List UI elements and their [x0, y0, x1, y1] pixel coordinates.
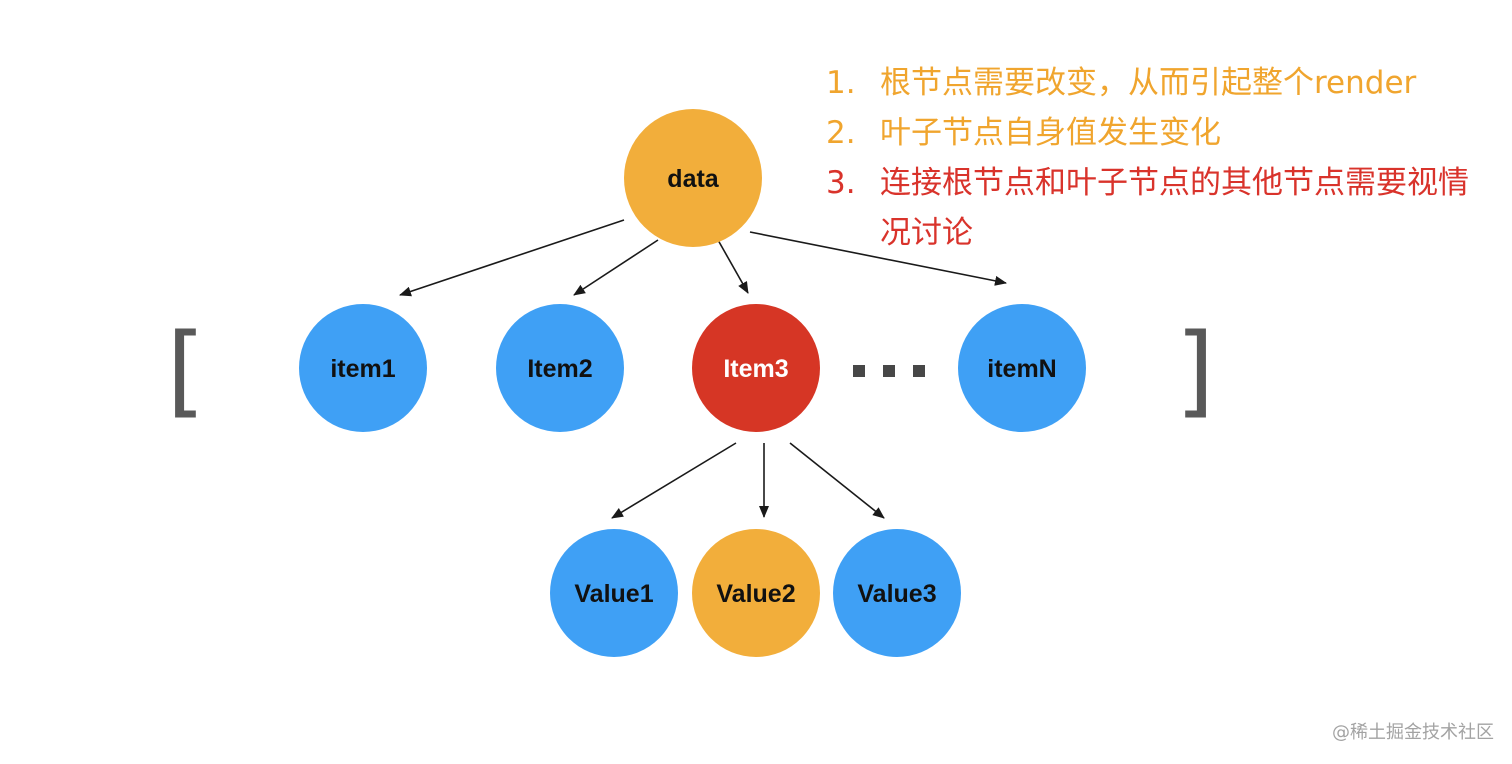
- node-value3-label: Value3: [857, 580, 936, 608]
- watermark: @稀土掘金技术社区: [1332, 722, 1494, 743]
- node-itemN-circle: [958, 304, 1086, 432]
- ellipsis-dot: [853, 365, 865, 377]
- note-number: 2.: [826, 115, 856, 151]
- node-item2-label: Item2: [527, 355, 592, 383]
- note-item: 3. 连接根节点和叶子节点的其他节点需要视情况讨论: [826, 158, 1496, 258]
- edge-data-item3: [717, 239, 749, 294]
- node-value1-circle: [550, 529, 678, 657]
- node-itemN-label: itemN: [987, 355, 1056, 383]
- node-item1-label: item1: [330, 355, 395, 383]
- edge-item3-value3: [789, 442, 885, 519]
- node-itemN: itemN: [958, 304, 1086, 432]
- notes-list: 1. 根节点需要改变，从而引起整个render 2. 叶子节点自身值发生变化 3…: [826, 58, 1496, 258]
- node-item1: item1: [299, 304, 427, 432]
- note-number: 1.: [826, 65, 856, 101]
- right-bracket: ]: [1175, 312, 1214, 429]
- node-data-circle: [624, 109, 762, 247]
- node-item1-circle: [299, 304, 427, 432]
- note-item: 1. 根节点需要改变，从而引起整个render: [826, 58, 1496, 108]
- edge-data-itemN: [749, 231, 1007, 286]
- node-value2-label: Value2: [716, 580, 795, 608]
- node-value3-circle: [833, 529, 961, 657]
- node-value2: Value2: [692, 529, 820, 657]
- node-data-label: data: [667, 165, 720, 193]
- node-data: data: [624, 109, 762, 247]
- note-text: 根节点需要改变，从而引起整个render: [880, 65, 1417, 101]
- ellipsis-dot: [913, 365, 925, 377]
- node-item2: Item2: [496, 304, 624, 432]
- node-value1: Value1: [550, 529, 678, 657]
- node-item2-circle: [496, 304, 624, 432]
- node-item3-circle: [692, 304, 820, 432]
- left-bracket: [: [166, 312, 205, 429]
- ellipsis-dot: [883, 365, 895, 377]
- edge-data-item1: [399, 219, 625, 297]
- note-item: 2. 叶子节点自身值发生变化: [826, 108, 1496, 158]
- note-text: 叶子节点自身值发生变化: [880, 115, 1221, 151]
- note-number: 3.: [826, 165, 856, 201]
- edge-item3-value1: [611, 442, 737, 519]
- ellipsis: [853, 365, 925, 377]
- node-item3-label: Item3: [723, 355, 788, 383]
- note-text: 连接根节点和叶子节点的其他节点需要视情况讨论: [880, 165, 1469, 251]
- node-value3: Value3: [833, 529, 961, 657]
- node-value2-circle: [692, 529, 820, 657]
- node-item3: Item3: [692, 304, 820, 432]
- node-value1-label: Value1: [574, 580, 653, 608]
- edge-data-item2: [573, 239, 659, 296]
